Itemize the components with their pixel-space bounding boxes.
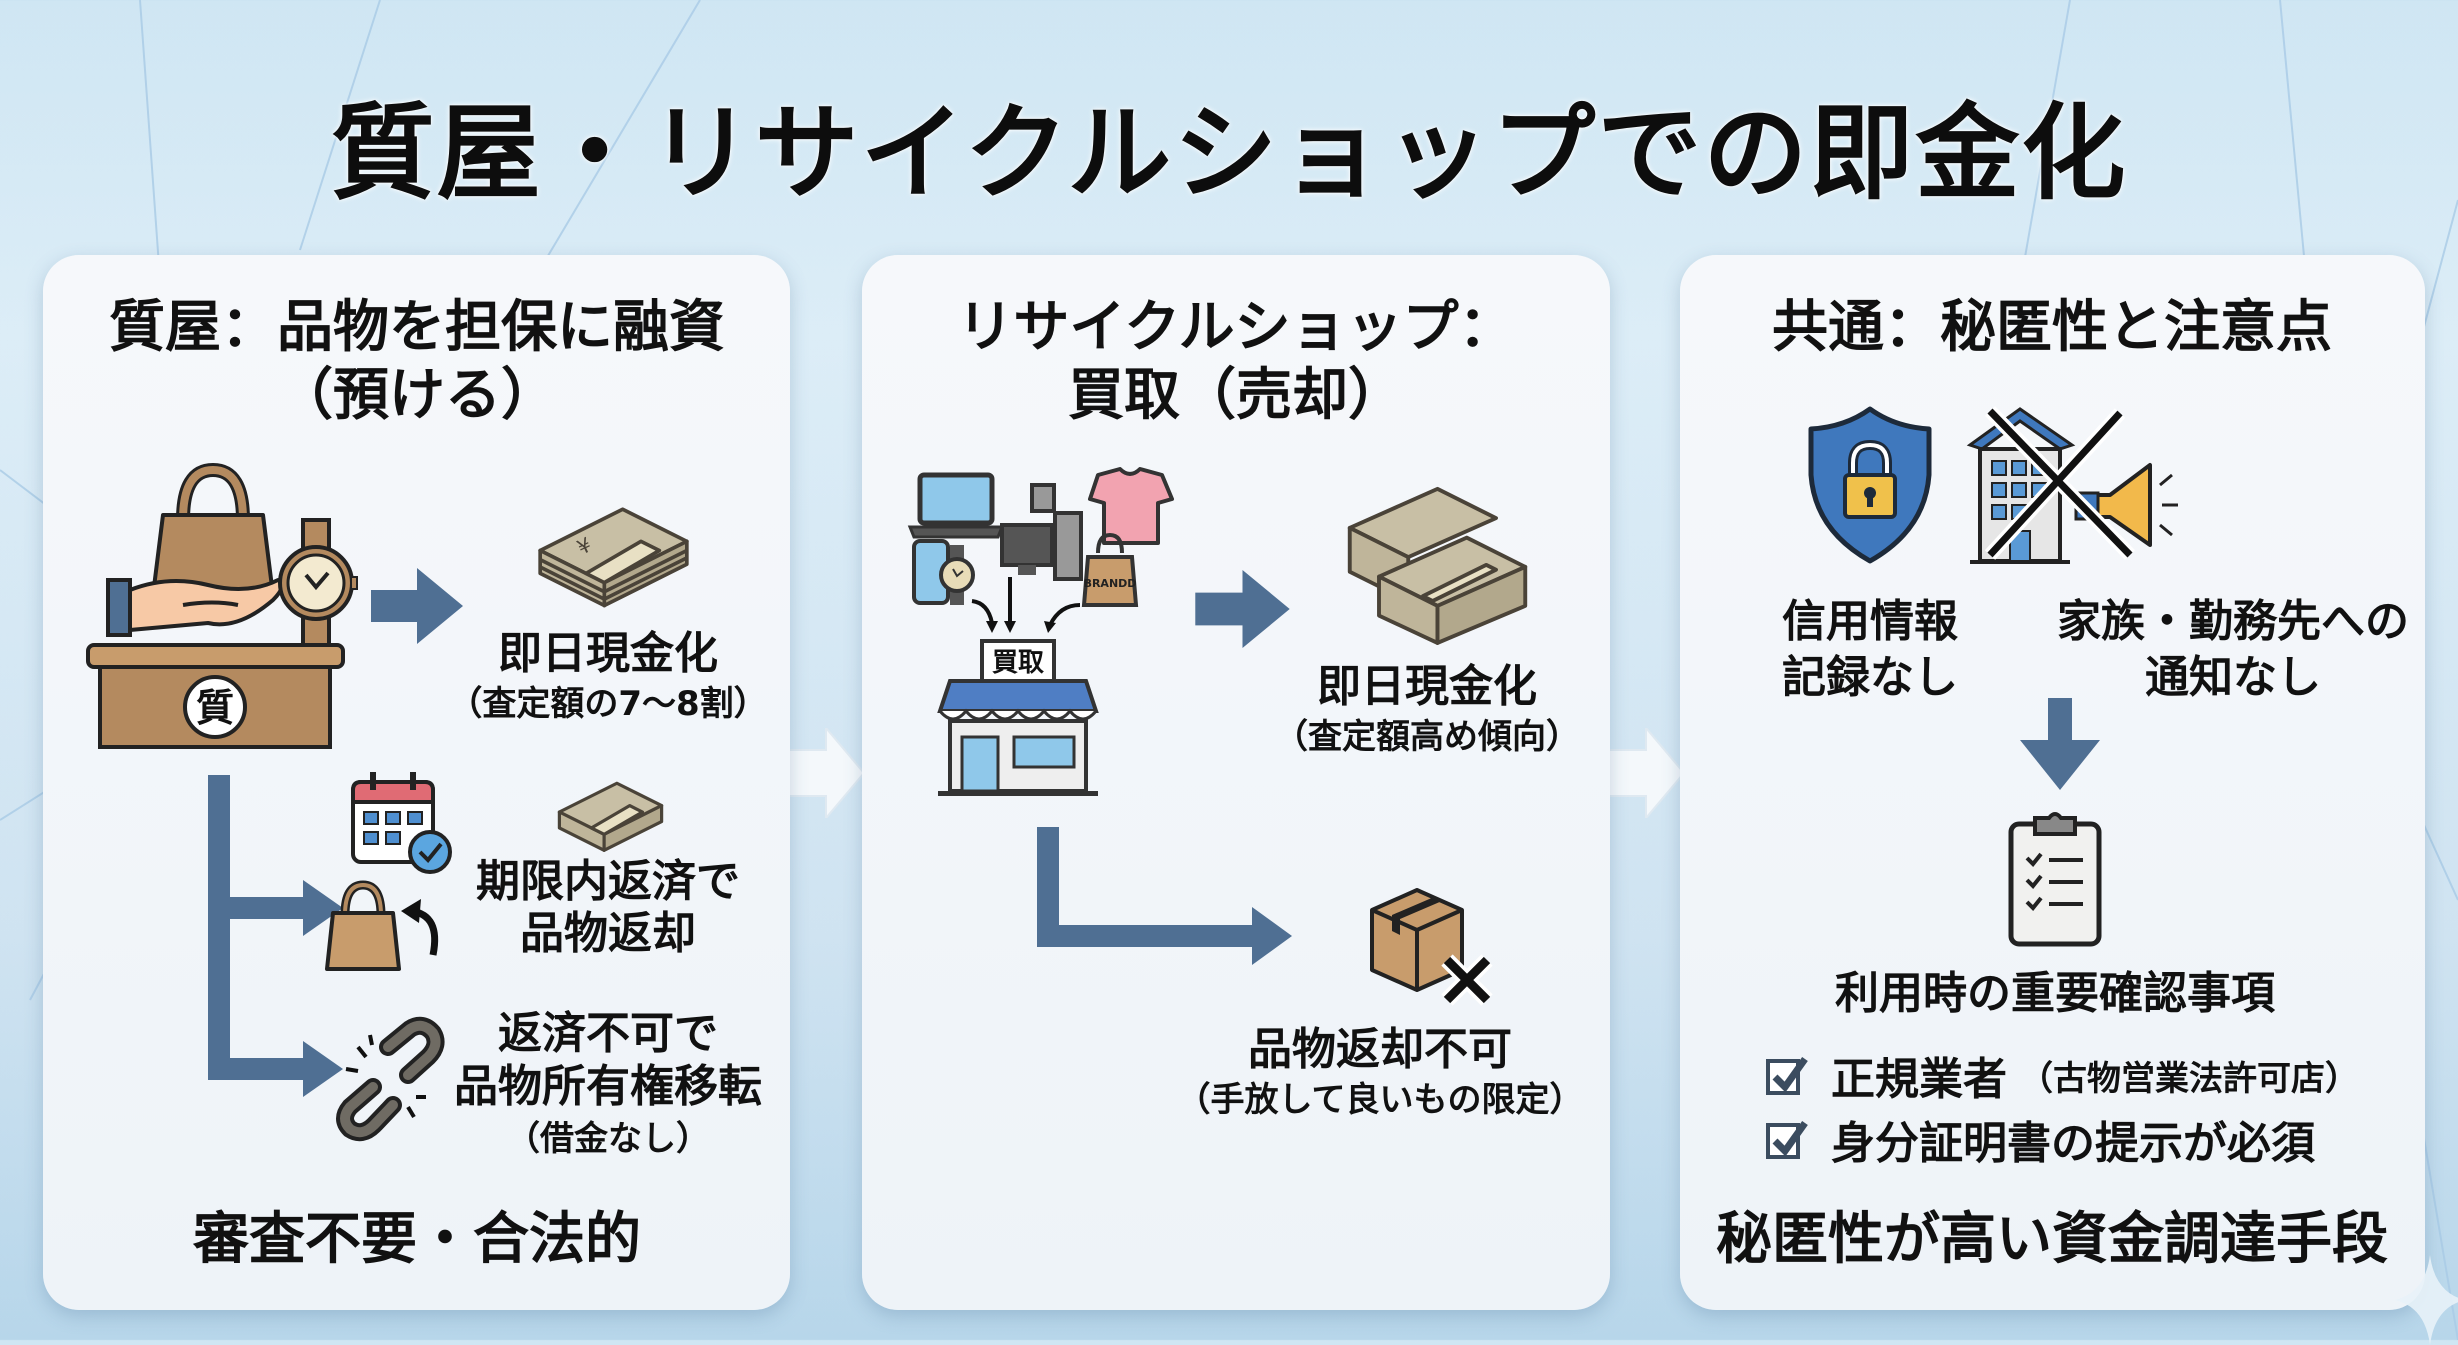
common-heading: 共通：秘匿性と注意点 [1772, 295, 2332, 360]
pawn-cash-note: （査定額の7〜8割） [448, 684, 768, 724]
pawnshop-heading: 質屋：品物を担保に融資 [109, 295, 725, 360]
tshirt-icon [1088, 467, 1174, 545]
checklist-item-main: 正規業者 [1831, 1054, 2007, 1105]
pawn-cash-title: 即日現金化 [498, 628, 718, 679]
recycle-cash-note: （査定額高め傾向） [1274, 717, 1580, 757]
clipboard-checklist-icon [2008, 812, 2102, 947]
checklist-item: 身分証明書の提示が必須 [1765, 1107, 2315, 1171]
arrow-down-icon [2020, 698, 2100, 790]
credit-line1: 信用情報 [1782, 596, 1958, 647]
arrow-right-icon [1195, 570, 1290, 648]
notify-line1: 家族・勤務先への [2057, 596, 2409, 647]
checkbox-icon [1766, 1120, 1808, 1159]
page-title: 質屋・リサイクルショップでの即金化 [330, 92, 2128, 214]
default-line2: 品物所有権移転 [454, 1061, 762, 1112]
noreturn-title: 品物返却不可 [1248, 1024, 1512, 1075]
watch-icon [278, 518, 358, 647]
pawnshop-panel: 質屋：品物を担保に融資 （預ける） 質 [43, 255, 790, 1310]
handbag-icon [151, 462, 275, 597]
brand-bag-label: BRANDD [1084, 577, 1137, 590]
box-x-icon [1370, 888, 1493, 1006]
shield-lock-icon [1808, 406, 1932, 564]
notify-line2: 通知なし [2145, 652, 2321, 703]
default-line1: 返済不可で [498, 1008, 718, 1059]
building-no-notify-icon [1966, 406, 2178, 564]
recycle-shop-panel: リサイクルショップ： 買取（売却） [862, 255, 1610, 1310]
recycle-subheading: 買取（売却） [1068, 363, 1404, 428]
cash-small-icon [557, 781, 664, 852]
checklist-item-sub: （古物営業法許可店） [2019, 1058, 2359, 1099]
calendar-check-icon [351, 772, 452, 874]
laptop-icon [907, 472, 1005, 539]
credit-line2: 記録なし [1782, 652, 1958, 703]
checklist-item: 正規業者 （古物営業法許可店） [1765, 1043, 2359, 1107]
megaphone-icon [2074, 463, 2178, 547]
common-panel: 共通：秘匿性と注意点 信用情報 記録なし 家族・勤務先への 通知なし [1680, 255, 2425, 1310]
l-arrow-icon [1037, 827, 1292, 965]
broken-chain-icon [336, 1016, 445, 1142]
hand-icon [106, 578, 284, 637]
sparkle-icon [2395, 1255, 2458, 1345]
recycle-heading: リサイクルショップ： [957, 295, 1515, 360]
cash-stack-icon [1347, 486, 1528, 645]
repay-line2: 品物返却 [520, 908, 696, 959]
checkbox-icon [1766, 1056, 1808, 1095]
desktop-pc-icon [1000, 483, 1083, 581]
shop-sign-label: 買取 [992, 648, 1044, 678]
flow-arrow-2 [1608, 728, 1686, 818]
pawn-sign-label: 質 [196, 686, 234, 730]
return-bag-icon [325, 880, 439, 971]
default-line3: （借金なし） [506, 1119, 710, 1159]
recycle-cash-title: 即日現金化 [1317, 661, 1537, 712]
branch-arrow-icon [208, 775, 343, 1097]
pawnshop-subheading: （預ける） [277, 363, 557, 428]
pawnshop-footer: 審査不要・合法的 [193, 1207, 641, 1272]
items-to-shop-icon: BRANDD 買取 [907, 467, 1174, 796]
brand-bag-icon: BRANDD [1081, 532, 1139, 607]
cash-stack-icon: ¥ [538, 507, 689, 608]
common-footer: 秘匿性が高い資金調達手段 [1716, 1207, 2388, 1272]
watch-icon [939, 545, 975, 605]
arrow-right-icon [371, 568, 463, 644]
repay-line1: 期限内返済で [476, 856, 740, 907]
checklist-item-main: 身分証明書の提示が必須 [1831, 1118, 2315, 1169]
check-title: 利用時の重要確認事項 [1835, 968, 2275, 1019]
shop-icon: 買取 [937, 639, 1099, 796]
pawn-counter-icon: 質 [86, 462, 358, 749]
flow-arrow-1 [788, 728, 866, 818]
noreturn-note: （手放して良いもの限定） [1176, 1080, 1584, 1120]
